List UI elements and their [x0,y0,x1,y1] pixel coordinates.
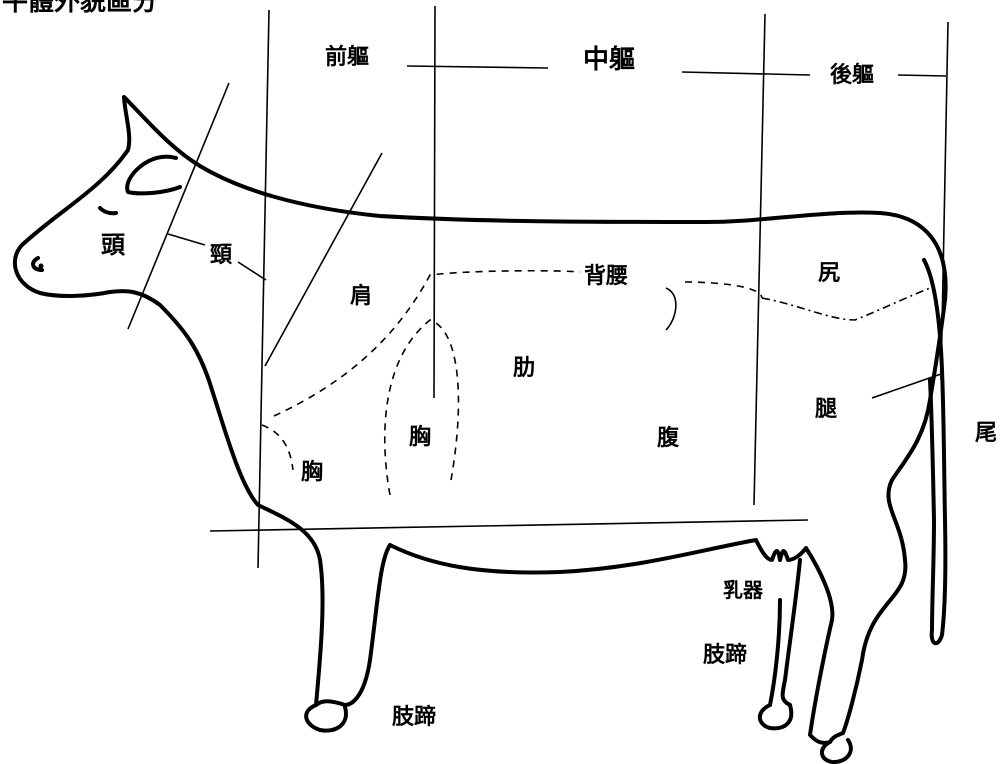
rear-hoof-left [757,703,794,731]
section-label-middle: 中軀 [583,45,635,75]
neck-label-pointer-2 [237,261,267,281]
eye-detail [125,154,182,196]
divider-line-chest [433,5,436,399]
thigh-label-pointer [871,373,942,399]
neck-shoulder-boundary [264,152,383,367]
span-line-middle [681,71,811,76]
diagram-heading: 牛體外貌區分 [2,0,158,17]
belly-line [209,519,809,532]
divider-line-front [257,9,270,569]
neck-label-pointer [167,233,206,246]
nostril-detail [31,256,44,272]
section-label-front: 前軀 [325,44,369,70]
tail-outline [922,258,948,646]
section-label-rear: 後軀 [830,62,874,88]
part-label-thigh: 腿 [815,397,837,422]
part-label-belly: 腹 [657,425,680,451]
part-label-shoulder: 肩 [350,283,372,309]
rump-border [761,287,931,321]
part-label-tail: 尾 [975,421,997,446]
front-hoof [304,703,348,733]
part-label-neck: 頸 [210,243,233,268]
divider-line-rear [753,13,766,506]
part-label-legs-rear: 肢蹄 [703,642,747,668]
rear-inner-leg-2 [768,598,782,707]
part-label-ribs: 肋 [513,356,535,381]
head-neck-boundary [127,82,230,330]
chest-front-border [261,424,294,471]
hip-bone-curve [665,287,677,331]
cow-outline [12,95,948,745]
rear-hoof-right [820,738,853,764]
part-label-rump: 尻 [818,261,840,286]
part-label-chest-front: 胸 [301,459,323,485]
part-label-chest: 胸 [409,424,431,450]
brow-detail [98,206,118,216]
part-label-udder: 乳器 [723,578,764,602]
span-line-rear [897,74,947,77]
nostril-dot [38,263,44,269]
back-loin-border [684,281,763,299]
part-label-head: 頭 [101,231,126,259]
part-label-legs-front: 肢蹄 [392,704,436,730]
part-label-back-loin: 背腰 [584,264,628,289]
chest-rib-border [384,319,460,496]
shoulder-back-border [273,269,581,417]
span-line-front [406,65,549,69]
rear-inner-leg [780,558,802,707]
